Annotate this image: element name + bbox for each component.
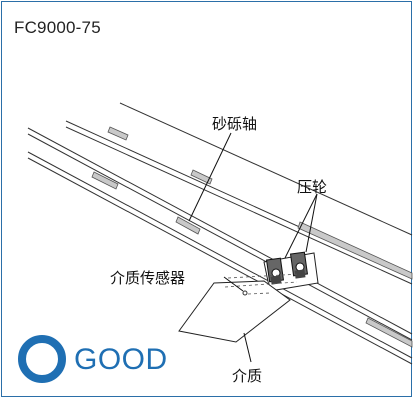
status-good-label: GOOD bbox=[74, 343, 168, 376]
front-grit-strips bbox=[91, 171, 413, 348]
pinch-roller-assembly bbox=[263, 251, 319, 292]
media-label: 介质 bbox=[232, 367, 263, 385]
grit-shaft-segments bbox=[107, 126, 413, 280]
media-leader bbox=[243, 332, 252, 363]
model-label: FC9000-75 bbox=[14, 18, 101, 37]
circle-ok-icon bbox=[18, 335, 66, 383]
grit-shaft-label: 砂砾轴 bbox=[212, 115, 258, 133]
grit-shaft-leader bbox=[188, 132, 232, 222]
pinch-rollers-label: 压轮 bbox=[297, 178, 328, 196]
platen-lines bbox=[27, 127, 413, 365]
media-sensor-marker bbox=[242, 290, 248, 296]
pinch-roller-leaders bbox=[284, 193, 318, 259]
media-sheet bbox=[178, 273, 301, 343]
media-sensor-label: 介质传感器 bbox=[110, 269, 186, 287]
media-sensor-leader bbox=[223, 276, 244, 292]
